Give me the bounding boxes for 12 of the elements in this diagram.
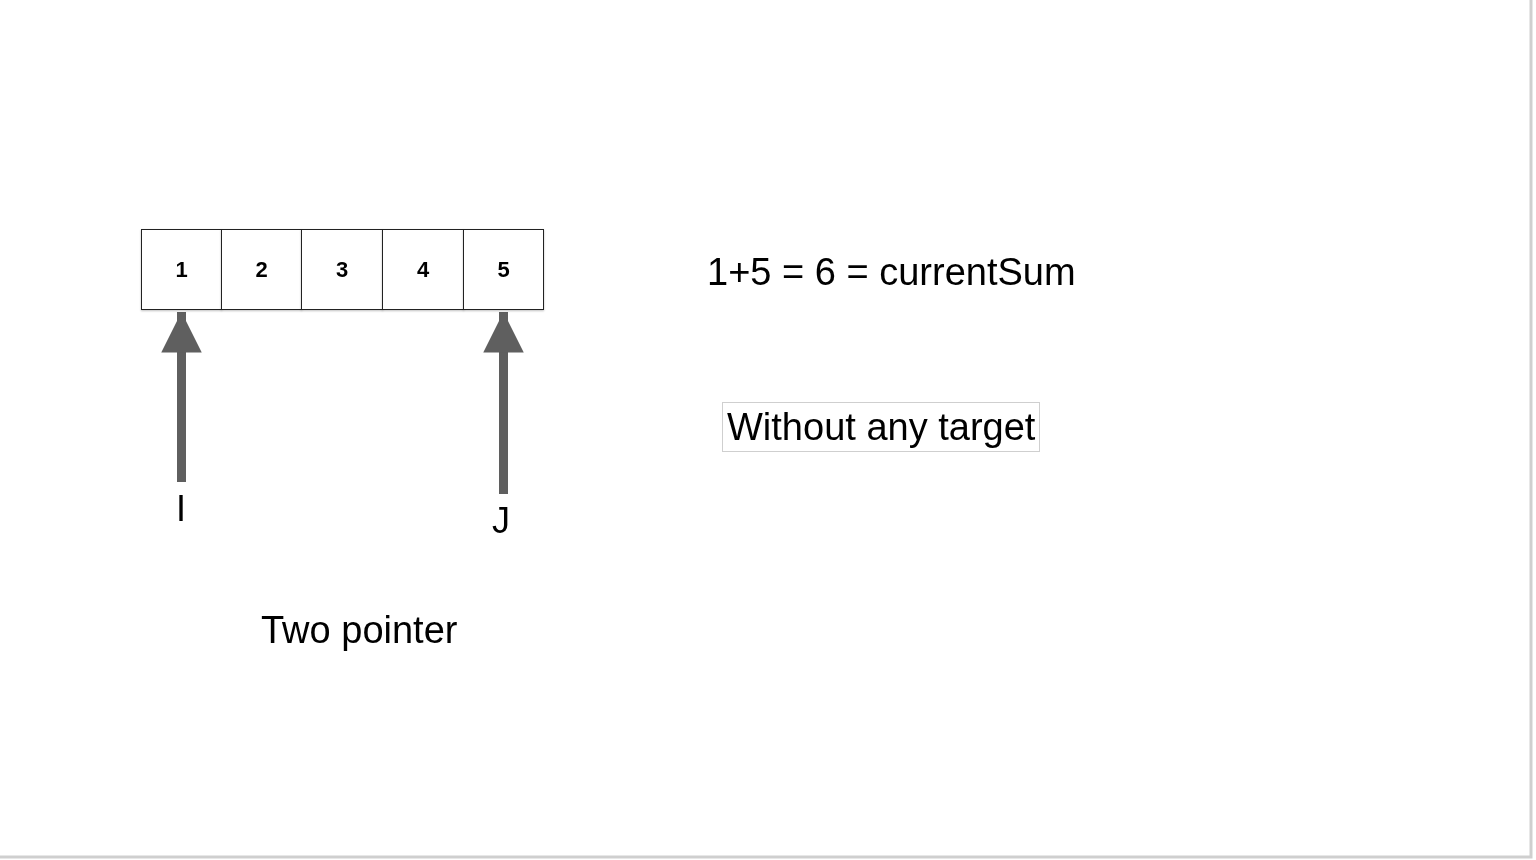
array-cell: 3	[301, 229, 383, 310]
arrow	[483, 312, 524, 494]
array-cell: 4	[382, 229, 464, 310]
array-cell: 2	[221, 229, 302, 310]
equation-text: 1+5 = 6 = currentSum	[707, 253, 1076, 291]
pointer-label: J	[486, 502, 516, 540]
pointer-label: I	[166, 490, 196, 528]
array-cell: 5	[463, 229, 544, 310]
arrow	[161, 312, 202, 482]
caption-text: Two pointer	[261, 611, 458, 649]
note-box: Without any target	[722, 402, 1041, 452]
array-cell: 1	[141, 229, 222, 310]
